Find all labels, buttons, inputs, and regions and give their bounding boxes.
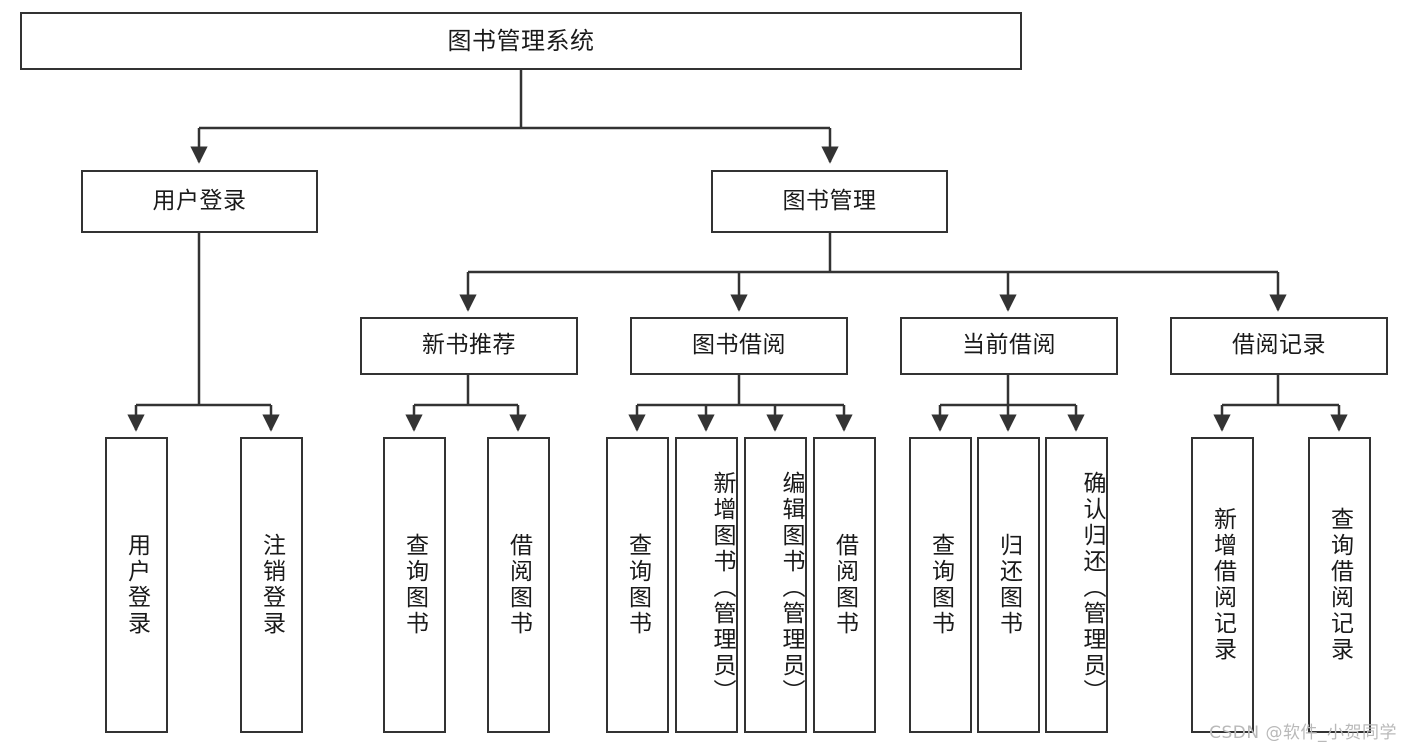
node-root-book-management-system[interactable]: 图书管理系统	[20, 12, 1022, 70]
csdn-watermark: CSDN @软件_小贺同学	[1209, 723, 1397, 743]
leaf-current-borrow-return-book[interactable]: 归还图书	[977, 437, 1040, 733]
leaf-book-borrow-query-book[interactable]: 查询图书	[606, 437, 669, 733]
node-book-management[interactable]: 图书管理	[711, 170, 948, 233]
node-current-borrow[interactable]: 当前借阅	[900, 317, 1118, 375]
node-user-login[interactable]: 用户登录	[81, 170, 318, 233]
leaf-new-book-query-book[interactable]: 查询图书	[383, 437, 446, 733]
leaf-user-login-login[interactable]: 用户登录	[105, 437, 168, 733]
leaf-new-book-borrow-book[interactable]: 借阅图书	[487, 437, 550, 733]
leaf-borrow-record-query-record[interactable]: 查询借阅记录	[1308, 437, 1371, 733]
node-new-book-recommend[interactable]: 新书推荐	[360, 317, 578, 375]
leaf-book-borrow-add-book-admin[interactable]: 新增图书（管理员）	[675, 437, 738, 733]
node-book-borrow[interactable]: 图书借阅	[630, 317, 848, 375]
node-borrow-record[interactable]: 借阅记录	[1170, 317, 1388, 375]
leaf-user-login-logout[interactable]: 注销登录	[240, 437, 303, 733]
leaf-current-borrow-confirm-return-admin[interactable]: 确认归还（管理员）	[1045, 437, 1108, 733]
leaf-book-borrow-edit-book-admin[interactable]: 编辑图书（管理员）	[744, 437, 807, 733]
leaf-book-borrow-borrow-book[interactable]: 借阅图书	[813, 437, 876, 733]
leaf-current-borrow-query-book[interactable]: 查询图书	[909, 437, 972, 733]
leaf-borrow-record-add-record[interactable]: 新增借阅记录	[1191, 437, 1254, 733]
